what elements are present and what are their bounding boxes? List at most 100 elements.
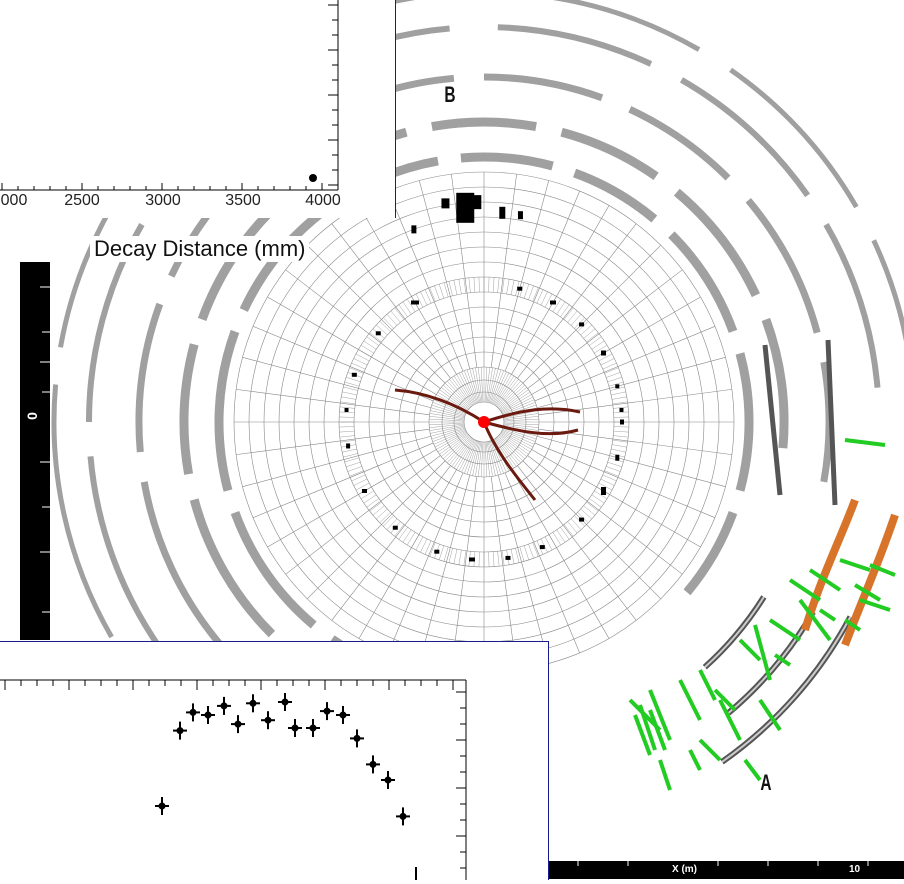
grid-fine bbox=[613, 435, 629, 438]
grid-fine bbox=[499, 434, 527, 457]
grid-fine bbox=[360, 490, 374, 500]
grid-fine bbox=[494, 375, 515, 406]
grid-fine bbox=[383, 317, 394, 329]
calorimeter-hit bbox=[392, 525, 398, 530]
grid-spoke bbox=[358, 469, 457, 639]
grid-fine bbox=[447, 380, 471, 408]
grid-fine bbox=[515, 548, 520, 563]
grid-fine bbox=[383, 515, 394, 527]
x-axis-bar bbox=[548, 861, 904, 879]
grid-fine bbox=[607, 461, 622, 467]
grid-spoke bbox=[451, 174, 478, 368]
grid-fine bbox=[563, 524, 574, 537]
grid-fine bbox=[532, 287, 539, 302]
data-point bbox=[309, 724, 317, 732]
grid-fine bbox=[498, 435, 526, 459]
grid-fine bbox=[478, 551, 480, 567]
grid-fine bbox=[429, 542, 436, 557]
grid-fine bbox=[503, 418, 539, 422]
tick-label: 2500 bbox=[64, 192, 100, 209]
grid-fine bbox=[424, 289, 432, 304]
grid-fine bbox=[510, 280, 515, 295]
grid-fine bbox=[466, 440, 479, 475]
grid-fine bbox=[563, 307, 574, 320]
grid-fine bbox=[607, 377, 622, 383]
data-point bbox=[158, 802, 166, 810]
grid-fine bbox=[490, 370, 504, 404]
grid-fine bbox=[492, 277, 495, 293]
grid-fine bbox=[486, 367, 493, 403]
grid-fine bbox=[484, 441, 488, 477]
grid-spoke bbox=[242, 357, 431, 409]
grid-fine bbox=[498, 436, 524, 462]
grid-fine bbox=[487, 441, 496, 476]
grid-fine bbox=[461, 440, 477, 473]
charged-track bbox=[482, 421, 537, 501]
grid-fine bbox=[495, 377, 517, 406]
calorimeter-hit bbox=[434, 549, 440, 554]
grid-fine bbox=[443, 282, 449, 298]
grid-fine bbox=[586, 501, 599, 512]
muon-chamber-segment bbox=[230, 511, 317, 629]
muon-segment bbox=[648, 709, 667, 751]
calorimeter-hit bbox=[619, 407, 624, 412]
grid-fine bbox=[492, 551, 495, 567]
grid-fine bbox=[500, 389, 529, 411]
calorimeter-hit bbox=[346, 443, 351, 449]
calorimeter-hit bbox=[620, 419, 624, 425]
muon-segment bbox=[688, 749, 702, 771]
muon-segment bbox=[678, 679, 702, 721]
grid-fine bbox=[458, 372, 476, 405]
muon-segment bbox=[788, 578, 822, 602]
grid-spoke bbox=[267, 449, 437, 548]
calorimeter-hits bbox=[344, 192, 624, 562]
grid-fine bbox=[611, 391, 626, 396]
event-label-a: A bbox=[760, 770, 772, 795]
muon-chamber-segment bbox=[179, 343, 199, 475]
grid-fine bbox=[453, 280, 458, 295]
grid-fine bbox=[458, 279, 462, 295]
grid-spoke bbox=[285, 269, 441, 389]
grid-fine bbox=[433, 399, 466, 415]
y-axis-ruler bbox=[20, 262, 50, 640]
grid-fine bbox=[343, 386, 358, 391]
muon-chamber-segment bbox=[628, 106, 731, 181]
grid-fine bbox=[355, 482, 370, 491]
muon-chamber-segment bbox=[823, 223, 881, 388]
grid-fine bbox=[486, 441, 493, 477]
inner-tracks bbox=[394, 388, 581, 501]
grid-fine bbox=[544, 536, 553, 551]
muon-segment bbox=[743, 758, 762, 782]
calorimeter-hit bbox=[601, 487, 607, 495]
data-point bbox=[264, 716, 272, 724]
muon-segment bbox=[768, 618, 802, 642]
grid-fine bbox=[501, 396, 534, 414]
data-point bbox=[189, 708, 197, 716]
data-point bbox=[309, 174, 317, 182]
grid-fine bbox=[441, 434, 469, 457]
grid-fine bbox=[602, 474, 617, 482]
grid-fine bbox=[439, 545, 445, 560]
ruler-zero-label: 0 bbox=[23, 412, 40, 420]
calorimeter-hit bbox=[601, 350, 607, 356]
charged-track bbox=[483, 420, 579, 436]
calorimeter-hit bbox=[471, 195, 482, 210]
grid-fine bbox=[366, 336, 379, 346]
grid-fine bbox=[349, 367, 364, 374]
grid-fine bbox=[610, 386, 625, 391]
muon-chamber-segment bbox=[214, 329, 240, 492]
muon-chamber-segment bbox=[460, 152, 554, 171]
grid-fine bbox=[429, 416, 465, 421]
grid-fine bbox=[485, 367, 490, 403]
grid-fine bbox=[402, 529, 412, 543]
data-point bbox=[176, 727, 184, 735]
grid-fine bbox=[560, 527, 570, 540]
grid-fine bbox=[473, 277, 476, 293]
muon-segment bbox=[698, 738, 722, 762]
grid-fine bbox=[501, 550, 505, 566]
grid-fine bbox=[606, 466, 621, 472]
calorimeter-hit bbox=[517, 286, 523, 291]
grid-fine bbox=[502, 399, 535, 415]
grid-fine bbox=[439, 433, 468, 455]
grid-fine bbox=[528, 285, 534, 300]
